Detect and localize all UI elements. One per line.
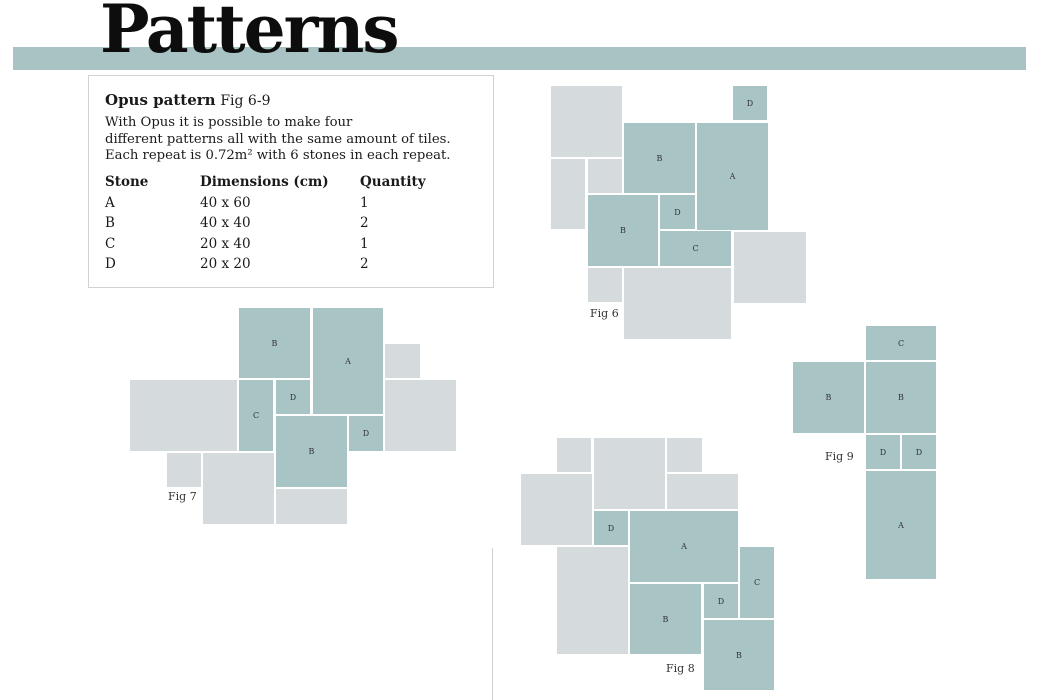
box-heading-fig: Fig 6-9	[220, 93, 271, 109]
table-row: C 20 x 40 1	[105, 234, 426, 255]
quantity-cell: 1	[360, 235, 369, 252]
fig-6-tile	[734, 232, 806, 303]
fig-8-tile: C	[740, 547, 774, 618]
fig-8-tile: B	[704, 620, 774, 690]
fig-6-tile	[624, 268, 731, 339]
quantity-cell: 1	[360, 194, 369, 211]
fig-7-tile	[276, 489, 347, 524]
dimensions-cell: 20 x 40	[200, 235, 251, 252]
fig-6-tile: C	[660, 231, 731, 266]
column-header-quantity: Quantity	[360, 174, 426, 191]
fig-6-tile: D	[660, 195, 695, 229]
stone-cell: A	[105, 194, 115, 211]
fig-8-tile	[594, 438, 665, 509]
box-heading-title: Opus pattern	[105, 91, 216, 109]
description-line: different patterns all with the same amo…	[105, 131, 451, 147]
title-band	[13, 47, 1026, 70]
fig-6-tile	[551, 159, 585, 229]
fig-6-tile: B	[624, 123, 695, 193]
divider-line	[492, 548, 493, 700]
info-box: Opus pattern Fig 6-9 With Opus it is pos…	[88, 75, 494, 288]
table-row: B 40 x 40 2	[105, 213, 426, 234]
description-line: Each repeat is 0.72m² with 6 stones in e…	[105, 148, 451, 163]
fig-7-tile	[167, 453, 201, 487]
fig-6-tile	[551, 86, 622, 157]
dimensions-cell: 40 x 60	[200, 194, 251, 211]
fig-9-tile: D	[902, 435, 936, 469]
stone-cell: B	[105, 215, 115, 232]
description-line: With Opus it is possible to make four	[105, 115, 353, 130]
fig-7-tile	[203, 453, 274, 524]
fig-8-tile	[667, 474, 738, 509]
column-header-dimensions: Dimensions (cm)	[200, 174, 329, 191]
dimensions-cell: 20 x 20	[200, 256, 251, 273]
fig-7-tile	[130, 380, 237, 451]
fig-6-tile: D	[733, 86, 767, 120]
fig-8-tile: B	[630, 584, 701, 654]
fig-6-tile	[588, 159, 622, 193]
fig-7-label: Fig 7	[168, 490, 197, 503]
fig-8-tile	[521, 474, 592, 545]
dimensions-cell: 40 x 40	[200, 215, 251, 232]
fig-7-tile: D	[276, 380, 310, 414]
fig-8-tile	[557, 438, 591, 472]
fig-8-tile	[557, 547, 628, 654]
table-row: D 20 x 20 2	[105, 254, 426, 275]
fig-7-tile	[385, 344, 420, 378]
fig-7-tile: C	[239, 380, 273, 451]
table-header-row: Stone Dimensions (cm) Quantity	[105, 172, 426, 193]
quantity-cell: 2	[360, 215, 369, 232]
fig-8-tile: D	[594, 511, 628, 545]
fig-7-tile: D	[349, 416, 383, 451]
fig-8-tile	[667, 438, 702, 472]
fig-9-tile: A	[866, 471, 936, 579]
stone-table: Stone Dimensions (cm) Quantity A 40 x 60…	[105, 172, 426, 275]
fig-9-tile: B	[866, 362, 936, 433]
fig-7-tile: B	[276, 416, 347, 487]
table-row: A 40 x 60 1	[105, 193, 426, 214]
fig-7-tile	[385, 380, 456, 451]
fig-7-tile: A	[313, 308, 383, 414]
column-header-stone: Stone	[105, 174, 149, 191]
fig-8-tile: D	[704, 584, 738, 618]
fig-8-label: Fig 8	[666, 662, 695, 675]
box-heading: Opus pattern Fig 6-9	[105, 91, 270, 109]
stone-cell: D	[105, 256, 116, 273]
fig-8-tile: A	[630, 511, 738, 582]
fig-6-tile	[588, 268, 622, 302]
fig-7-tile: B	[239, 308, 310, 378]
fig-9-label: Fig 9	[825, 450, 854, 463]
fig-9-tile: C	[866, 326, 936, 360]
fig-6-label: Fig 6	[590, 307, 619, 320]
fig-6-tile: B	[588, 195, 658, 266]
fig-9-tile: D	[866, 435, 900, 469]
fig-9-tile: B	[793, 362, 864, 433]
fig-6-tile: A	[697, 123, 768, 230]
quantity-cell: 2	[360, 256, 369, 273]
box-description: With Opus it is possible to make four di…	[105, 115, 451, 165]
page-title: Patterns	[100, 0, 399, 68]
stone-cell: C	[105, 235, 116, 252]
